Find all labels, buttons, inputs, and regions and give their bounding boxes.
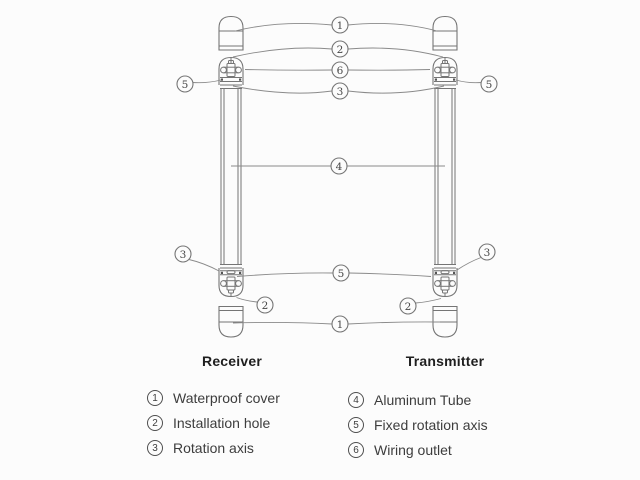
leader-line [232,321,333,325]
callout-circle [399,297,417,315]
callout-5-top-left: 5 [176,75,194,93]
callout-circle [331,61,349,79]
legend-item-label: Waterproof cover [173,390,280,406]
callout-2-bottom-left: 2 [256,296,274,314]
legend-item-aluminum-tube: 4 Aluminum Tube [348,392,488,408]
callout-number: 5 [486,79,493,91]
receiver-label: Receiver [202,353,262,369]
legend-item-rotation-axis: 3 Rotation axis [147,440,280,456]
callout-number: 5 [182,79,189,91]
callout-circle [331,82,349,100]
callout-number: 5 [338,268,345,280]
leader-line [232,85,333,94]
transmitter-assembly [432,15,458,338]
callout-1-top: 1 [331,16,349,34]
legend-number-badge: 4 [348,392,364,408]
callout-5-bottom: 5 [332,264,350,282]
callout-6-top: 6 [331,61,349,79]
callout-number: 1 [337,20,344,32]
callout-circle [176,75,194,93]
callout-number: 2 [405,301,412,313]
legend-number-badge: 5 [348,417,364,433]
callout-circle [174,245,192,263]
legend-item-waterproof-cover: 1 Waterproof cover [147,390,280,406]
callout-circle [478,243,496,261]
leader-line [234,22,333,32]
callout-circle [480,75,498,93]
callout-circle [330,157,348,175]
legend-item-label: Aluminum Tube [374,392,472,408]
callout-circle [331,315,349,333]
callout-circle [331,40,349,58]
callout-3-bottom-right: 3 [478,243,496,261]
leader-line [232,47,333,58]
receiver-assembly [218,15,244,338]
leader-line [188,259,220,272]
legend-number-badge: 6 [348,442,364,458]
callout-number: 3 [484,247,491,259]
legend-number-badge: 1 [147,390,163,406]
legend-item-label: Installation hole [173,415,271,431]
legend-item-fixed-rotation-axis: 5 Fixed rotation axis [348,417,488,433]
callout-number: 1 [337,319,344,331]
callout-circle [331,16,349,34]
callout-number: 3 [180,249,187,261]
leader-line [244,69,333,71]
legend-item-installation-hole: 2 Installation hole [147,415,280,431]
legend-column-right: 4 Aluminum Tube 5 Fixed rotation axis 6 … [348,392,488,458]
callout-4-middle: 4 [330,157,348,175]
legend-number-badge: 3 [147,440,163,456]
callout-number: 2 [337,44,344,56]
leader-line [236,272,334,277]
leader-line [456,257,482,271]
leader-line [347,321,441,325]
transmitter-label: Transmitter [405,353,485,369]
legend-item-label: Rotation axis [173,440,254,456]
leader-line [415,298,442,304]
leader-line [348,272,432,277]
leader-line [236,297,258,303]
callout-2-bottom-right: 2 [399,297,417,315]
callout-number: 6 [337,65,344,77]
callout-leader-lines [188,22,482,325]
callout-2-top: 2 [331,40,349,58]
leader-line [192,79,222,84]
leader-line [347,22,438,32]
legend-column-left: 1 Waterproof cover 2 Installation hole 3… [147,390,280,456]
legend-number-badge: 2 [147,415,163,431]
legend-item-label: Fixed rotation axis [374,417,488,433]
callout-circle [256,296,274,314]
legend-item-wiring-outlet: 6 Wiring outlet [348,442,488,458]
callout-number: 4 [336,161,343,173]
callout-3-top: 3 [331,82,349,100]
callout-5-top-right: 5 [480,75,498,93]
callout-circle [332,264,350,282]
callout-number: 2 [262,300,269,312]
callout-1-bottom: 1 [331,315,349,333]
leader-line [347,85,445,94]
legend-item-label: Wiring outlet [374,442,452,458]
callout-number: 3 [337,86,344,98]
callout-3-bottom-left: 3 [174,245,192,263]
leader-line [347,47,444,58]
leader-line [347,69,431,71]
leader-line [455,79,482,84]
